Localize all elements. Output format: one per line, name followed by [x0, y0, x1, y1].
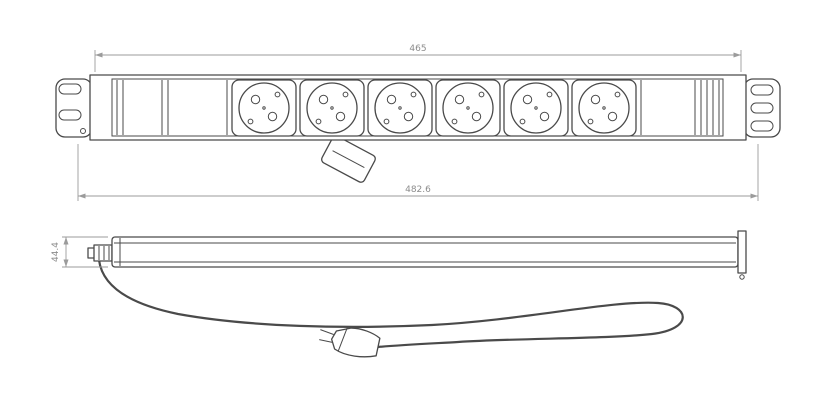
right-ear-slot-top: [750, 84, 774, 96]
schuko-socket-2: [299, 79, 365, 137]
front-view: [55, 74, 781, 183]
schuko-socket-3: [367, 79, 433, 137]
right-ear-plate: [743, 78, 781, 138]
left-ear-slot-bottom: [58, 109, 82, 121]
schuko-socket-6: [571, 79, 637, 137]
module-dividers: [116, 80, 720, 135]
left-mounting-ear: [55, 78, 93, 138]
schuko-socket-1: [231, 79, 297, 137]
power-cable: [97, 258, 684, 349]
side-view: [87, 230, 747, 358]
plug-face-ridge: [337, 327, 348, 352]
bracket-tab: [737, 230, 747, 274]
right-ear-slot-bottom: [750, 120, 774, 132]
schuko-socket-4: [435, 79, 501, 137]
dimension-side-height: 44.4: [51, 236, 108, 268]
plug-pin-top: [320, 329, 334, 335]
dimension-overall-width: 482.6: [77, 144, 759, 201]
side-right-bracket: [737, 230, 747, 280]
plug-pin-bottom: [319, 339, 334, 344]
plug-body: [330, 327, 381, 358]
bracket-screw: [739, 274, 745, 280]
cord-boot-seam: [332, 150, 365, 169]
schuko-socket-5: [503, 79, 569, 137]
dimension-label-front-width: 465: [409, 44, 426, 54]
cable-gland: [87, 244, 113, 262]
right-ear-slot-middle: [750, 102, 774, 114]
left-ear-screw: [80, 128, 86, 134]
dimension-front-width: 465: [94, 44, 742, 72]
dimension-label-overall-width: 482.6: [405, 185, 431, 195]
right-mounting-ear: [743, 78, 781, 138]
mains-plug: [319, 327, 381, 358]
dimension-label-side-height: 44.4: [51, 242, 61, 262]
left-ear-plate: [55, 78, 93, 138]
cord-boot: [320, 135, 376, 183]
left-ear-slot-top: [58, 83, 82, 95]
